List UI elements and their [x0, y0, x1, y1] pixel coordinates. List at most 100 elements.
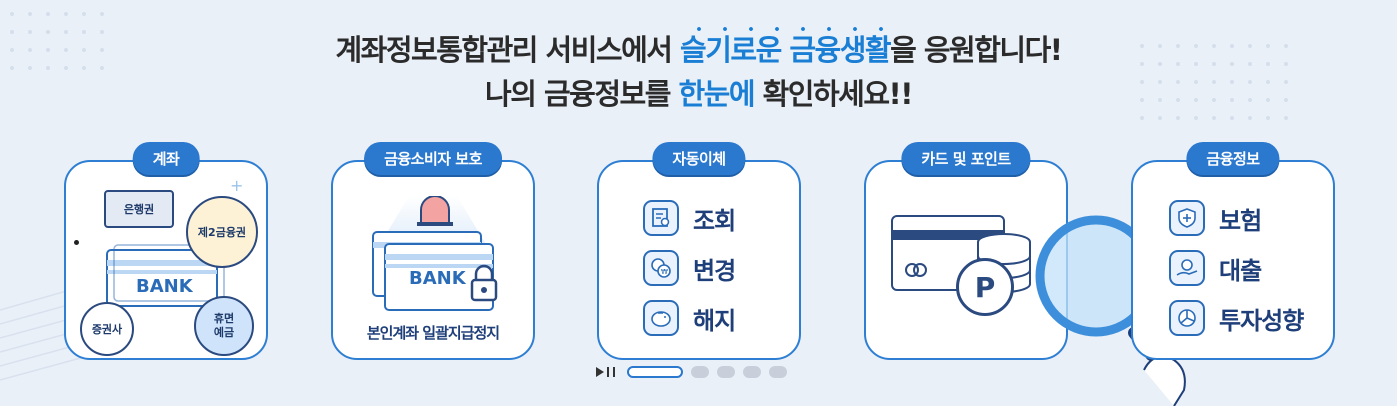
dot-grid-left [10, 12, 110, 82]
decor-dot [1212, 44, 1216, 48]
card-card-point[interactable]: 카드 및 포인트 P [864, 142, 1068, 360]
list-item-loan[interactable]: 대출 [1169, 250, 1303, 286]
decor-dot [100, 30, 104, 34]
decor-dot [46, 48, 50, 52]
pause-icon[interactable] [607, 367, 615, 377]
play-icon[interactable] [596, 367, 604, 377]
decor-dot [1176, 44, 1180, 48]
decor-dot [1248, 98, 1252, 102]
decor-dot [1248, 44, 1252, 48]
card-title-autotransfer: 자동이체 [652, 142, 746, 175]
decor-dot [1194, 62, 1198, 66]
bubble-securities: 증권사 [80, 302, 134, 356]
decor-dot [1284, 80, 1288, 84]
decor-dot [1176, 116, 1180, 120]
decor-dot [1140, 98, 1144, 102]
decor-dot [1248, 80, 1252, 84]
decor-dot [10, 30, 14, 34]
decor-dot [1230, 44, 1234, 48]
decor-dot [10, 48, 14, 52]
card-title-protection: 금융소비자 보호 [364, 142, 502, 175]
autotransfer-list: 조회 ₩ 변경 해지 [643, 200, 736, 350]
headline-highlight-1: 슬기로운 금융생활 [680, 27, 892, 67]
bubble-dormant: 휴면 예금 [194, 296, 254, 356]
decor-dot [1212, 62, 1216, 66]
card-title-cardpoint: 카드 및 포인트 [901, 142, 1031, 175]
decor-dot [64, 48, 68, 52]
decor-dot [1230, 116, 1234, 120]
headline: 계좌정보통합관리 서비스에서 슬기로운 금융생활을 응원합니다! 나의 금융정보… [0, 27, 1397, 116]
decor-dot [46, 66, 50, 70]
bank-label: BANK [409, 268, 466, 289]
decor-dot [1176, 98, 1180, 102]
decor-dot [82, 48, 86, 52]
currency-exchange-icon: ₩ [643, 250, 679, 286]
list-item-insurance[interactable]: 보험 [1169, 200, 1303, 236]
bank-label: BANK [136, 276, 193, 297]
decor-dot [1266, 98, 1270, 102]
decor-dot [82, 66, 86, 70]
pagination-dot[interactable] [691, 366, 709, 378]
list-item-investment[interactable]: 투자성향 [1169, 300, 1304, 336]
plus-icon: + [230, 176, 244, 195]
decor-dot [28, 66, 32, 70]
decor-dot [1230, 80, 1234, 84]
decor-dot [46, 12, 50, 16]
decor-dot [100, 66, 104, 70]
bubble-bank: 은행권 [104, 190, 174, 228]
decor-dot [1248, 62, 1252, 66]
list-item-change[interactable]: ₩ 변경 [643, 250, 736, 286]
decor-dot [28, 12, 32, 16]
point-coin: P [956, 258, 1014, 316]
slider-controls [596, 366, 795, 378]
decor-dot [1284, 44, 1288, 48]
decor-dot [1140, 116, 1144, 120]
decor-dot [1266, 44, 1270, 48]
headline-line-1: 계좌정보통합관리 서비스에서 슬기로운 금융생활을 응원합니다! [0, 27, 1397, 72]
decor-dot [1266, 62, 1270, 66]
pagination-dot[interactable] [769, 366, 787, 378]
fininfo-list: 보험 대출 투자성향 [1169, 200, 1304, 350]
decor-dot [28, 30, 32, 34]
decor-dot [1212, 98, 1216, 102]
pagination-dot[interactable] [717, 366, 735, 378]
decor-dot [1212, 116, 1216, 120]
lock-icon [470, 264, 498, 302]
decor-dot [1158, 80, 1162, 84]
card-financial-info[interactable]: 금융정보 보험 대출 투자성향 [1131, 142, 1335, 360]
decor-dot [1194, 80, 1198, 84]
bank-card-illustration [106, 244, 225, 307]
decor-dot [1176, 62, 1180, 66]
decor-dot [1230, 98, 1234, 102]
decor-dot [1266, 80, 1270, 84]
decor-dot [1230, 62, 1234, 66]
decor-dot [1158, 62, 1162, 66]
card-account[interactable]: 계좌 BANK 은행권 제2금융권 증권사 휴면 예금 + [64, 142, 268, 360]
decor-dot [1158, 44, 1162, 48]
card-auto-transfer[interactable]: 자동이체 조회 ₩ 변경 해지 [597, 142, 801, 360]
pagination-dot[interactable] [743, 366, 761, 378]
pie-chart-icon [1169, 300, 1205, 336]
decor-dot [1176, 80, 1180, 84]
decor-dot [1248, 116, 1252, 120]
bubble-second-finance: 제2금융권 [186, 196, 258, 268]
decor-dot [1284, 98, 1288, 102]
svg-text:₩: ₩ [661, 268, 668, 276]
decor-dot [82, 12, 86, 16]
card-consumer-protection[interactable]: 금융소비자 보호 BANK 본인계좌 일괄지급정지 [331, 142, 535, 360]
decor-dot [1266, 116, 1270, 120]
dot-grid-right [1140, 44, 1300, 134]
document-search-icon [643, 200, 679, 236]
decor-dot [100, 12, 104, 16]
pagination-dot[interactable] [627, 366, 683, 378]
hand-coin-icon [1169, 250, 1205, 286]
piggy-bank-icon [643, 300, 679, 336]
list-item-cancel[interactable]: 해지 [643, 300, 736, 336]
protection-caption: 본인계좌 일괄지급정지 [366, 324, 500, 342]
decor-dot [100, 48, 104, 52]
list-item-inquiry[interactable]: 조회 [643, 200, 736, 236]
decor-dot [28, 48, 32, 52]
pagination [627, 366, 795, 378]
decor-dot [1158, 116, 1162, 120]
bank-card-illustration [372, 231, 494, 311]
